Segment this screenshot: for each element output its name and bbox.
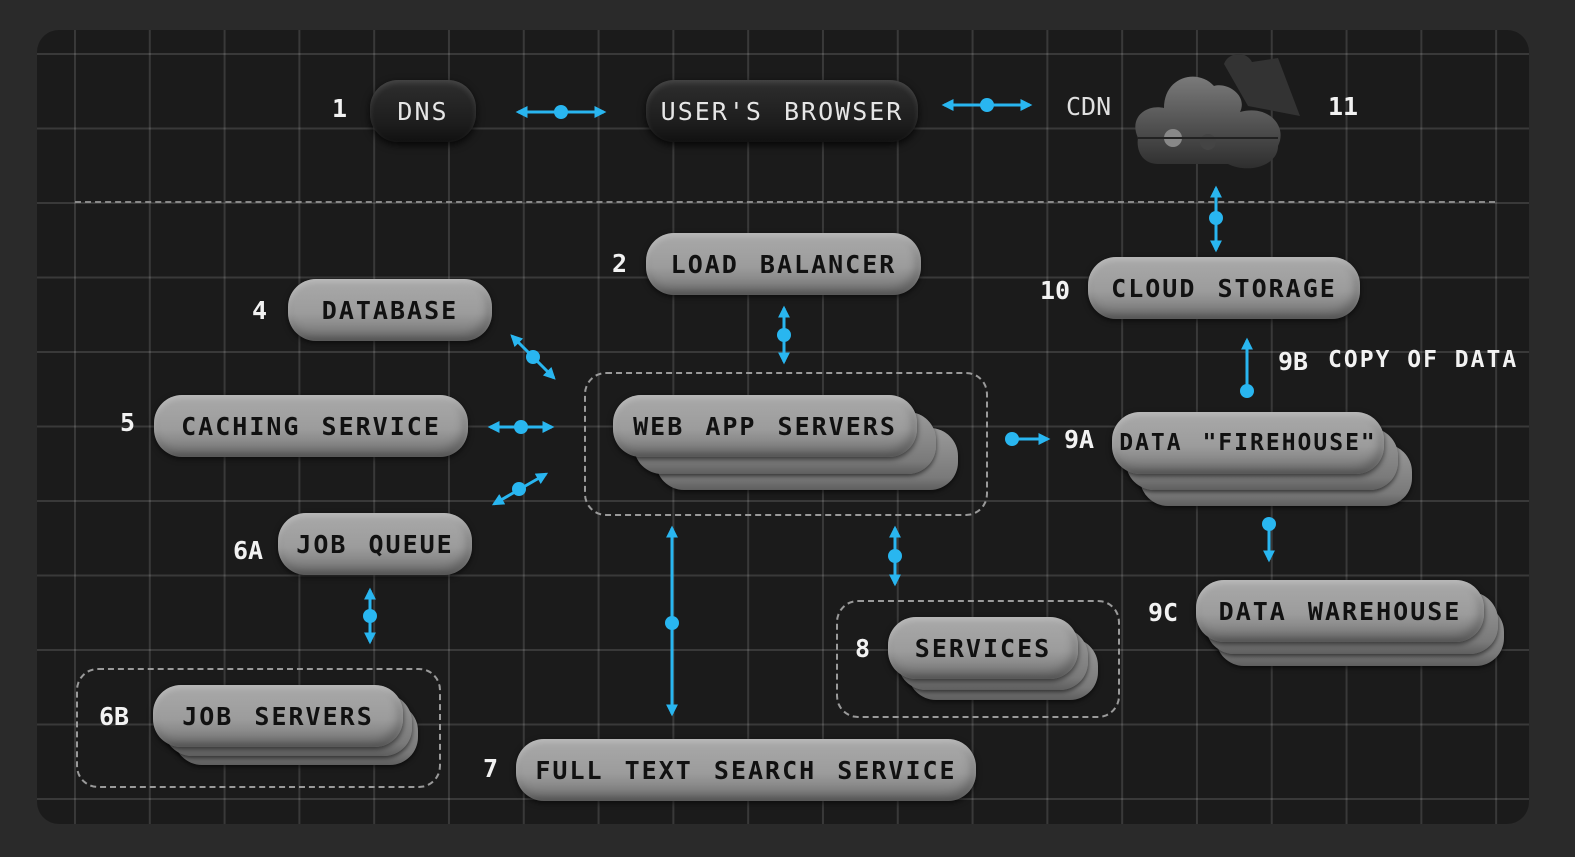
cloud-puzzle-icon bbox=[1135, 53, 1300, 169]
dns-browser-connector bbox=[515, 105, 607, 119]
data-warehouse-node[interactable]: DATA WAREHOUSE bbox=[1196, 580, 1484, 642]
cdn-label: CDN bbox=[1066, 92, 1112, 121]
cache-webapp-connector bbox=[487, 420, 555, 434]
job-queue-number: 6A bbox=[233, 536, 264, 565]
queue-webapp-connector bbox=[491, 472, 549, 506]
copy-of-data-label: COPY OF DATA bbox=[1328, 347, 1519, 373]
copy-of-data-number: 9B bbox=[1278, 347, 1309, 376]
web-app-servers-node[interactable]: WEB APP SERVERS bbox=[613, 395, 917, 457]
cloud-storage-node[interactable]: CLOUD STORAGE bbox=[1088, 257, 1360, 319]
database-node[interactable]: DATABASE bbox=[288, 279, 492, 341]
firehouse-number: 9A bbox=[1064, 425, 1095, 454]
load-balancer-number: 2 bbox=[612, 249, 628, 278]
browser-cdn-connector bbox=[941, 98, 1033, 112]
warehouse-number: 9C bbox=[1148, 598, 1179, 627]
db-webapp-connector bbox=[510, 334, 556, 380]
services-group bbox=[836, 600, 1120, 718]
job-queue-node[interactable]: JOB QUEUE bbox=[278, 513, 472, 575]
firehouse-storage-connector bbox=[1240, 337, 1254, 398]
web-app-servers-group bbox=[584, 372, 988, 516]
database-number: 4 bbox=[252, 296, 268, 325]
job-servers-group bbox=[76, 668, 441, 788]
caching-service-node[interactable]: CACHING SERVICE bbox=[154, 395, 468, 457]
users-browser-node[interactable]: USER'S BROWSER bbox=[646, 80, 918, 142]
webapp-services-connector bbox=[888, 525, 902, 587]
lb-webapp-connector bbox=[777, 305, 791, 365]
job-servers-number: 6B bbox=[99, 702, 130, 731]
webapp-firehouse-connector bbox=[1005, 432, 1051, 446]
services-number: 8 bbox=[855, 634, 871, 663]
load-balancer-node[interactable]: LOAD BALANCER bbox=[646, 233, 921, 295]
cdn-storage-connector bbox=[1209, 185, 1223, 253]
dns-number: 1 bbox=[332, 94, 348, 123]
tier-divider bbox=[75, 201, 1495, 203]
services-node[interactable]: SERVICES bbox=[888, 617, 1078, 679]
data-firehouse-node[interactable]: DATA "FIREHOUSE" bbox=[1112, 412, 1384, 474]
full-text-number: 7 bbox=[483, 754, 499, 783]
firehouse-warehouse-connector bbox=[1262, 517, 1276, 563]
caching-number: 5 bbox=[120, 408, 136, 437]
cloud-storage-number: 10 bbox=[1040, 276, 1071, 305]
full-text-search-node[interactable]: FULL TEXT SEARCH SERVICE bbox=[516, 739, 976, 801]
job-servers-node[interactable]: JOB SERVERS bbox=[153, 685, 403, 747]
queue-jobservers-connector bbox=[363, 587, 377, 645]
webapp-fulltext-connector bbox=[665, 525, 679, 717]
dns-node[interactable]: DNS bbox=[370, 80, 476, 142]
cdn-number: 11 bbox=[1328, 92, 1359, 121]
